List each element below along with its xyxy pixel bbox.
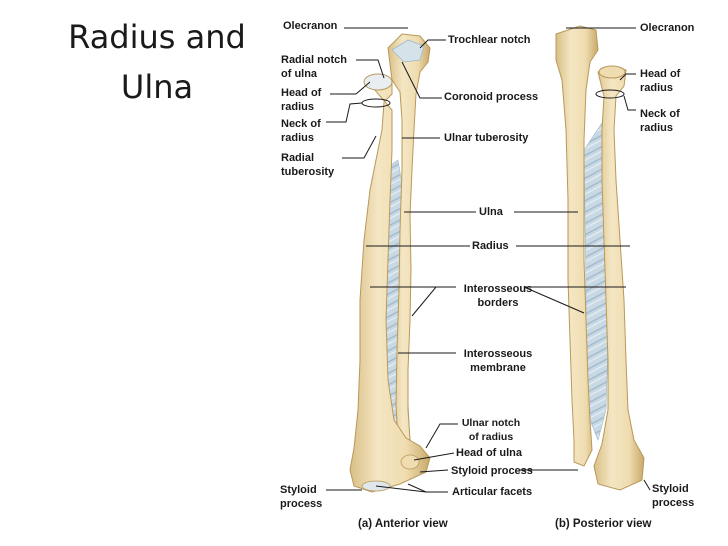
- slide-title: Radius and Ulna: [52, 12, 262, 112]
- head-of-radius-posterior: [598, 65, 626, 79]
- label-neck-of-radius-posterior: Neck of radius: [640, 108, 680, 134]
- label-olecranon-posterior: Olecranon: [640, 22, 695, 34]
- label-ulnar-tuberosity: Ulnar tuberosity: [444, 132, 529, 144]
- head-of-ulna-anterior: [400, 454, 420, 470]
- label-radius: Radius: [472, 240, 509, 252]
- caption-anterior-view: (a) Anterior view: [358, 518, 448, 530]
- label-coronoid-process: Coronoid process: [444, 91, 539, 103]
- label-olecranon-anterior: Olecranon: [283, 20, 338, 32]
- leader-lines: [326, 27, 651, 493]
- label-neck-of-radius-anterior: Neck of radius: [281, 118, 321, 144]
- title-line-2: Ulna: [120, 68, 194, 106]
- label-trochlear-notch: Trochlear notch: [448, 34, 531, 46]
- label-styloid-process-center: Styloid process: [451, 465, 533, 477]
- label-ulnar-notch: Ulnar notch of radius: [461, 417, 521, 443]
- neck-ring-posterior: [595, 89, 625, 99]
- trochlear-notch-surface: [391, 39, 425, 63]
- label-head-of-radius-anterior: Head of radius: [281, 87, 322, 113]
- label-interosseous-membrane: Interosseous membrane: [463, 348, 533, 374]
- posterior-view: [555, 25, 645, 491]
- label-radial-tuberosity: Radial tuberosity: [281, 152, 335, 178]
- label-radial-notch: Radial notch of ulna: [281, 54, 348, 80]
- anterior-view: [349, 33, 431, 493]
- radius-posterior: [593, 65, 645, 491]
- label-interosseous-borders: Interosseous borders: [463, 283, 533, 309]
- label-articular-facets: Articular facets: [452, 486, 533, 498]
- label-head-of-radius-posterior: Head of radius: [640, 68, 681, 94]
- title-line-1: Radius and: [68, 18, 246, 56]
- label-styloid-process-right: Styloid process: [652, 483, 695, 509]
- ulna-anterior: [387, 33, 431, 471]
- head-of-radius-anterior: [363, 73, 393, 91]
- caption-posterior-view: (b) Posterior view: [555, 518, 652, 530]
- label-styloid-process-left: Styloid process: [280, 484, 323, 510]
- radius-anterior: [349, 75, 431, 493]
- label-ulna: Ulna: [479, 206, 503, 218]
- label-head-of-ulna: Head of ulna: [456, 447, 523, 459]
